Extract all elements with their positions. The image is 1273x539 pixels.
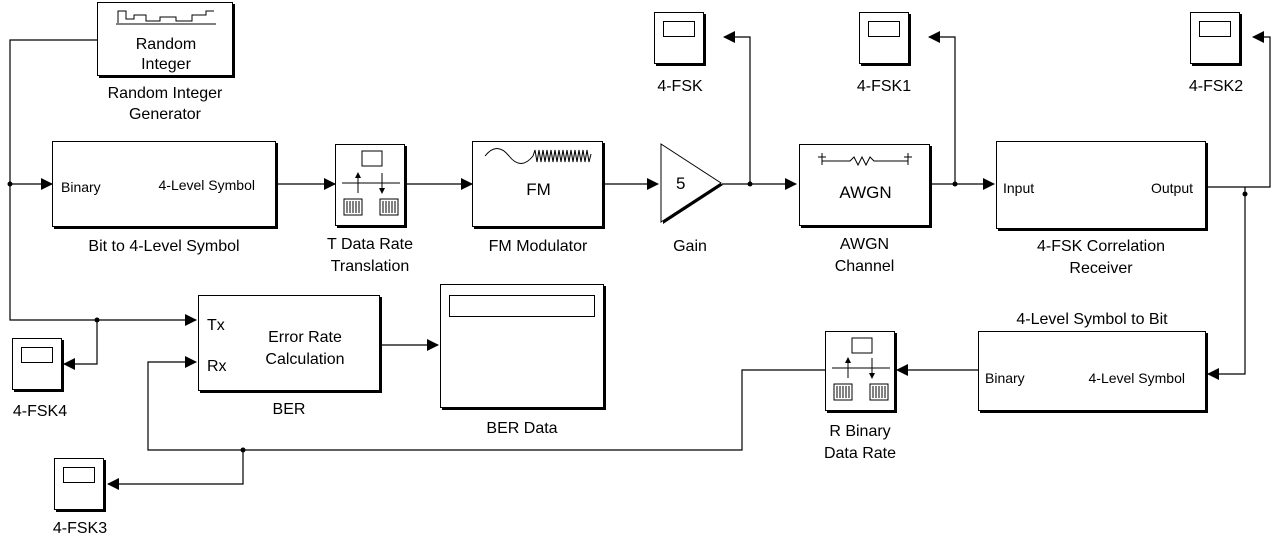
scope-screen xyxy=(868,21,900,37)
scope-4-fsk1-label: 4-FSK1 xyxy=(856,78,912,95)
random-integer-label-line1: Random Integer xyxy=(107,85,223,102)
scope-screen xyxy=(663,21,695,37)
random-integer-inner-line2: Integer xyxy=(141,56,191,73)
ber-port-rx: Rx xyxy=(207,358,227,375)
correlation-receiver-block[interactable]: Input Output xyxy=(996,141,1206,229)
random-signal-icon xyxy=(116,10,216,25)
awgn-channel-block[interactable]: AWGN xyxy=(799,144,930,226)
scope-4-fsk3[interactable] xyxy=(54,458,104,510)
receiver-port-out: Output xyxy=(1150,180,1193,196)
symbol-to-bit-block[interactable]: Binary 4-Level Symbol xyxy=(978,331,1206,411)
gain-value: 5 xyxy=(676,174,686,193)
ber-data-display-block[interactable] xyxy=(440,284,604,408)
symbol-to-bit-title: 4-Level Symbol to Bit xyxy=(1016,311,1168,328)
r-rate-label-line2: Data Rate xyxy=(823,445,897,462)
random-integer-label-line2: Generator xyxy=(128,106,202,123)
bit-to-symbol-label: Bit to 4-Level Symbol xyxy=(88,238,240,255)
channel-icon xyxy=(818,153,912,167)
symbol-to-bit-left-text: Binary xyxy=(985,370,1025,386)
ber-label: BER xyxy=(272,401,306,418)
t-data-rate-translation-block[interactable] xyxy=(335,144,405,226)
scope-4-fsk4-label: 4-FSK4 xyxy=(12,403,68,420)
scope-4-fsk1[interactable] xyxy=(859,12,909,64)
scope-screen xyxy=(63,467,95,483)
rate-transition-icon xyxy=(342,150,400,216)
bit-to-4-level-symbol-block[interactable]: Binary 4-Level Symbol xyxy=(52,141,276,227)
scope-4-fsk-label: 4-FSK xyxy=(657,78,703,95)
display-field xyxy=(449,295,595,317)
scope-4-fsk2-label: 4-FSK2 xyxy=(1188,78,1244,95)
awgn-label-line2: Channel xyxy=(834,258,895,275)
receiver-port-in: Input xyxy=(1003,180,1035,196)
scope-4-fsk[interactable] xyxy=(654,12,704,64)
t-rate-label-line1: T Data Rate xyxy=(327,236,413,253)
random-integer-inner-line1: Random xyxy=(135,36,197,53)
awgn-inner-text: AWGN xyxy=(839,183,892,202)
fm-inner-text: FM xyxy=(526,180,551,199)
receiver-label-line1: 4-FSK Correlation xyxy=(1036,238,1166,255)
ber-port-tx: Tx xyxy=(207,317,225,334)
scope-screen xyxy=(1199,21,1231,37)
ber-inner-line1: Error Rate xyxy=(268,329,342,346)
scope-4-fsk4[interactable] xyxy=(12,338,62,390)
symbol-to-bit-right-text: 4-Level Symbol xyxy=(1088,370,1186,386)
scope-4-fsk2[interactable] xyxy=(1190,12,1240,64)
r-rate-label-line1: R Binary xyxy=(829,423,891,440)
scope-4-fsk3-label: 4-FSK3 xyxy=(52,520,108,537)
ber-inner-line2: Calculation xyxy=(265,351,345,368)
ber-data-label: BER Data xyxy=(486,420,558,437)
scope-screen xyxy=(21,347,53,363)
error-rate-calculation-block[interactable]: Tx Rx Error Rate Calculation xyxy=(198,295,380,391)
fm-modulator-label: FM Modulator xyxy=(488,238,588,255)
gain-block[interactable] xyxy=(656,141,726,227)
fm-modulator-block[interactable]: FM xyxy=(472,141,603,227)
rate-transition-icon xyxy=(832,337,890,401)
random-integer-generator-block[interactable]: Random Integer xyxy=(97,2,233,76)
bit-to-symbol-port-in: Binary xyxy=(61,179,101,195)
fm-waveform-icon xyxy=(484,148,592,164)
r-binary-data-rate-block[interactable] xyxy=(825,331,895,411)
gain-label: Gain xyxy=(673,238,707,255)
t-rate-label-line2: Translation xyxy=(330,258,410,275)
bit-to-symbol-port-out: 4-Level Symbol xyxy=(158,177,256,193)
awgn-label-line1: AWGN xyxy=(839,236,890,253)
receiver-label-line2: Receiver xyxy=(1069,260,1133,277)
